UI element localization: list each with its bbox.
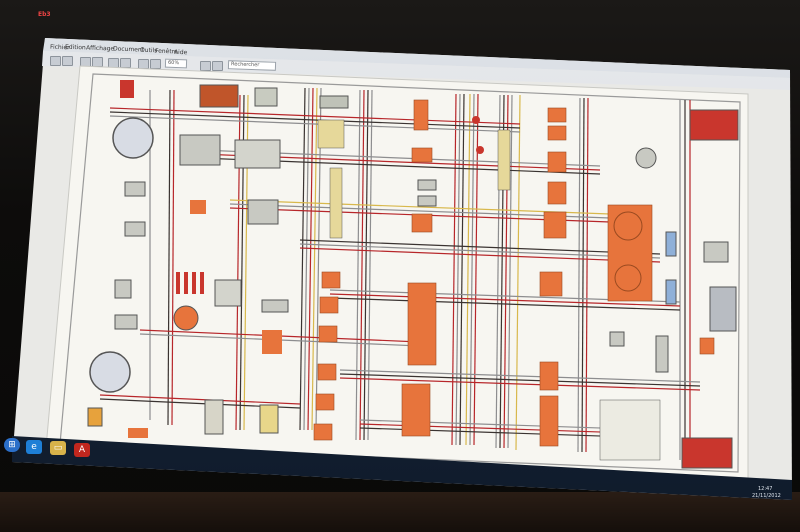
spark-plug-3 xyxy=(192,272,196,294)
heated-rear-window xyxy=(709,286,737,332)
lamp-mid-2 xyxy=(417,195,437,207)
switch-right xyxy=(609,331,625,347)
connector-block-4 xyxy=(599,399,661,461)
switch-left xyxy=(114,314,138,330)
ground-block xyxy=(128,428,148,438)
relay-top-3 xyxy=(411,213,433,233)
relay-right-1 xyxy=(547,107,567,123)
heater-fan xyxy=(635,147,657,169)
wiper-motor xyxy=(247,199,279,225)
relay-right-4 xyxy=(547,181,567,205)
relay-4 xyxy=(317,363,337,381)
rear-lamp-small xyxy=(699,337,715,355)
starter-motor xyxy=(234,139,281,169)
oil-pressure-sender xyxy=(259,404,279,434)
fuse-box-lower xyxy=(401,383,431,437)
indicator-lamp-1 xyxy=(472,116,480,124)
open-icon[interactable] xyxy=(50,56,61,66)
connector-block-2 xyxy=(329,167,343,239)
fit-width-icon[interactable] xyxy=(212,61,223,71)
tail-lamp-top xyxy=(689,109,739,141)
relay-right-7 xyxy=(539,361,559,391)
diagram-frame xyxy=(59,73,741,473)
fuse-box-main xyxy=(407,282,437,366)
relay-right-5 xyxy=(543,211,567,239)
fan-switch xyxy=(124,181,146,197)
speedometer-dial xyxy=(613,211,643,241)
fuel-sender xyxy=(204,399,224,435)
horn xyxy=(254,87,278,107)
relay-right-2 xyxy=(547,125,567,141)
relay-top-1 xyxy=(413,99,429,131)
pdf-reader-icon[interactable]: A xyxy=(74,443,90,457)
taskbar-date[interactable]: 21/11/2012 xyxy=(752,493,781,499)
start-button-icon[interactable]: ⊞ xyxy=(4,438,20,452)
headlamp-right xyxy=(89,351,131,393)
folder-icon[interactable]: ▭ xyxy=(50,441,66,455)
relay-6 xyxy=(313,423,333,441)
connector-block-1 xyxy=(317,119,345,149)
connector-top xyxy=(319,95,349,109)
instrument-cluster xyxy=(607,204,653,302)
generator xyxy=(179,134,221,166)
monitor-badge: Eb3 xyxy=(38,11,51,18)
tail-lamp-bottom xyxy=(681,437,733,469)
carburetor-valve xyxy=(262,330,282,354)
desk-surface xyxy=(0,492,800,532)
print-icon[interactable] xyxy=(62,56,73,66)
fuse-block-top xyxy=(120,80,134,98)
spark-plug-1 xyxy=(176,272,180,294)
taskbar-clock[interactable]: 12:47 xyxy=(758,486,773,492)
relay-5 xyxy=(315,393,335,411)
relay-1 xyxy=(321,271,341,289)
sensor-right xyxy=(655,335,669,373)
spark-plug-4 xyxy=(200,272,204,294)
wiring-diagram xyxy=(87,80,739,469)
fit-page-icon[interactable] xyxy=(200,61,211,71)
relay-right-6 xyxy=(539,271,563,297)
sensor-orange xyxy=(190,200,206,214)
relay-top-2 xyxy=(411,147,433,163)
relay-3 xyxy=(318,325,338,343)
fuel-pump xyxy=(703,241,729,263)
indicator-lamp-2 xyxy=(476,146,484,154)
distributor xyxy=(173,305,199,331)
ignition-coil xyxy=(214,279,242,307)
tachometer-dial xyxy=(614,264,642,292)
lamp-blue-1 xyxy=(665,231,677,257)
battery xyxy=(87,407,103,427)
relay-2 xyxy=(319,296,339,314)
sensor-mid xyxy=(261,299,289,313)
zoom-in-icon[interactable] xyxy=(150,59,161,69)
lamp-blue-2 xyxy=(665,279,677,305)
connector-block-3 xyxy=(497,129,511,191)
spark-plug-2 xyxy=(184,272,188,294)
relay-right-8 xyxy=(539,395,559,447)
sensor-left xyxy=(114,279,132,299)
lamp-mid-1 xyxy=(417,179,437,191)
headlamp-left xyxy=(112,117,154,159)
relay-box-top xyxy=(199,84,239,108)
browser-icon[interactable]: e xyxy=(26,440,42,454)
pump xyxy=(124,221,146,237)
relay-right-3 xyxy=(547,151,567,173)
